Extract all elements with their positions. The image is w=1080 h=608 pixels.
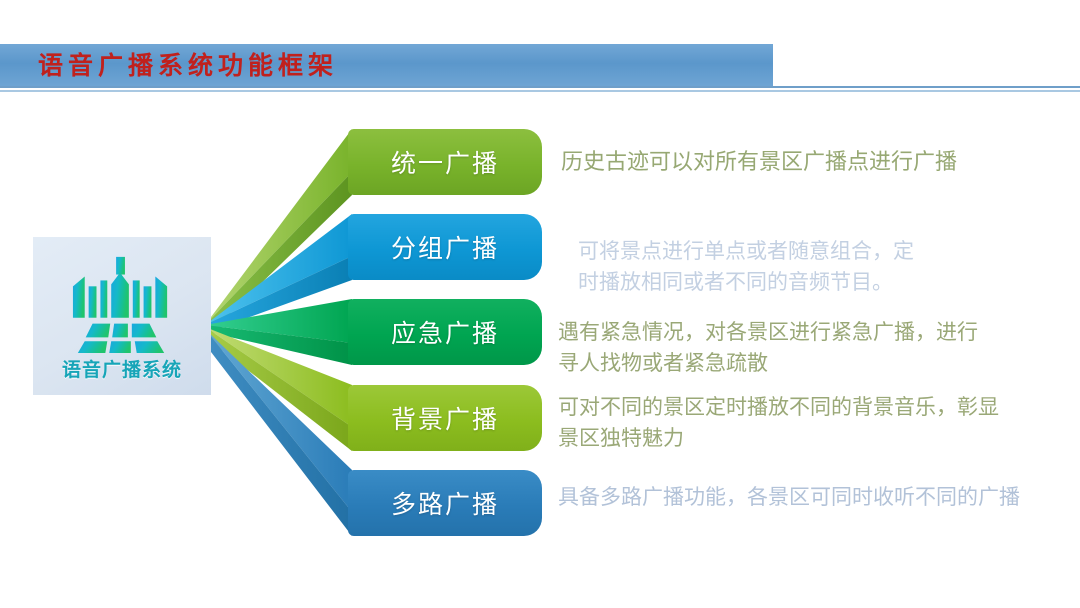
branch-pill-label: 分组广播 — [390, 235, 499, 263]
branch-pill-group[interactable]: 分组广播 — [348, 214, 542, 280]
branch-pill-unified[interactable]: 统一广播 — [348, 129, 542, 195]
branch-description-background: 可对不同的景区定时播放不同的背景音乐，彰显 景区独特魅力 — [558, 395, 999, 450]
branch-pill-label: 应急广播 — [390, 320, 499, 348]
header-divider-upper — [0, 86, 1080, 88]
branch-pill-label: 背景广播 — [390, 406, 499, 434]
header-divider-lower — [0, 90, 1080, 92]
header-bar — [0, 44, 773, 87]
system-logo-card: 语音广播系统 — [33, 237, 211, 395]
city-globe-icon — [72, 256, 168, 354]
branch-pill-emergency[interactable]: 应急广播 — [348, 299, 542, 365]
branch-pill-label: 统一广播 — [390, 150, 499, 178]
branch-pill-multichannel[interactable]: 多路广播 — [348, 470, 542, 536]
branch-description-group: 可将景点进行单点或者随意组合，定 时播放相同或者不同的音频节目。 — [578, 239, 914, 294]
branch-pill-background[interactable]: 背景广播 — [348, 385, 542, 451]
branch-pill-label: 多路广播 — [390, 491, 499, 519]
page-title: 语音广播系统功能框架 — [38, 52, 339, 80]
branch-description-multichannel: 具备多路广播功能，各景区可同时收听不同的广播 — [558, 485, 1020, 509]
logo-caption: 语音广播系统 — [61, 360, 182, 381]
branch-description-emergency: 遇有紧急情况，对各景区进行紧急广播，进行 寻人找物或者紧急疏散 — [558, 320, 978, 375]
branch-description-unified: 历史古迹可以对所有景区广播点进行广播 — [561, 149, 958, 174]
